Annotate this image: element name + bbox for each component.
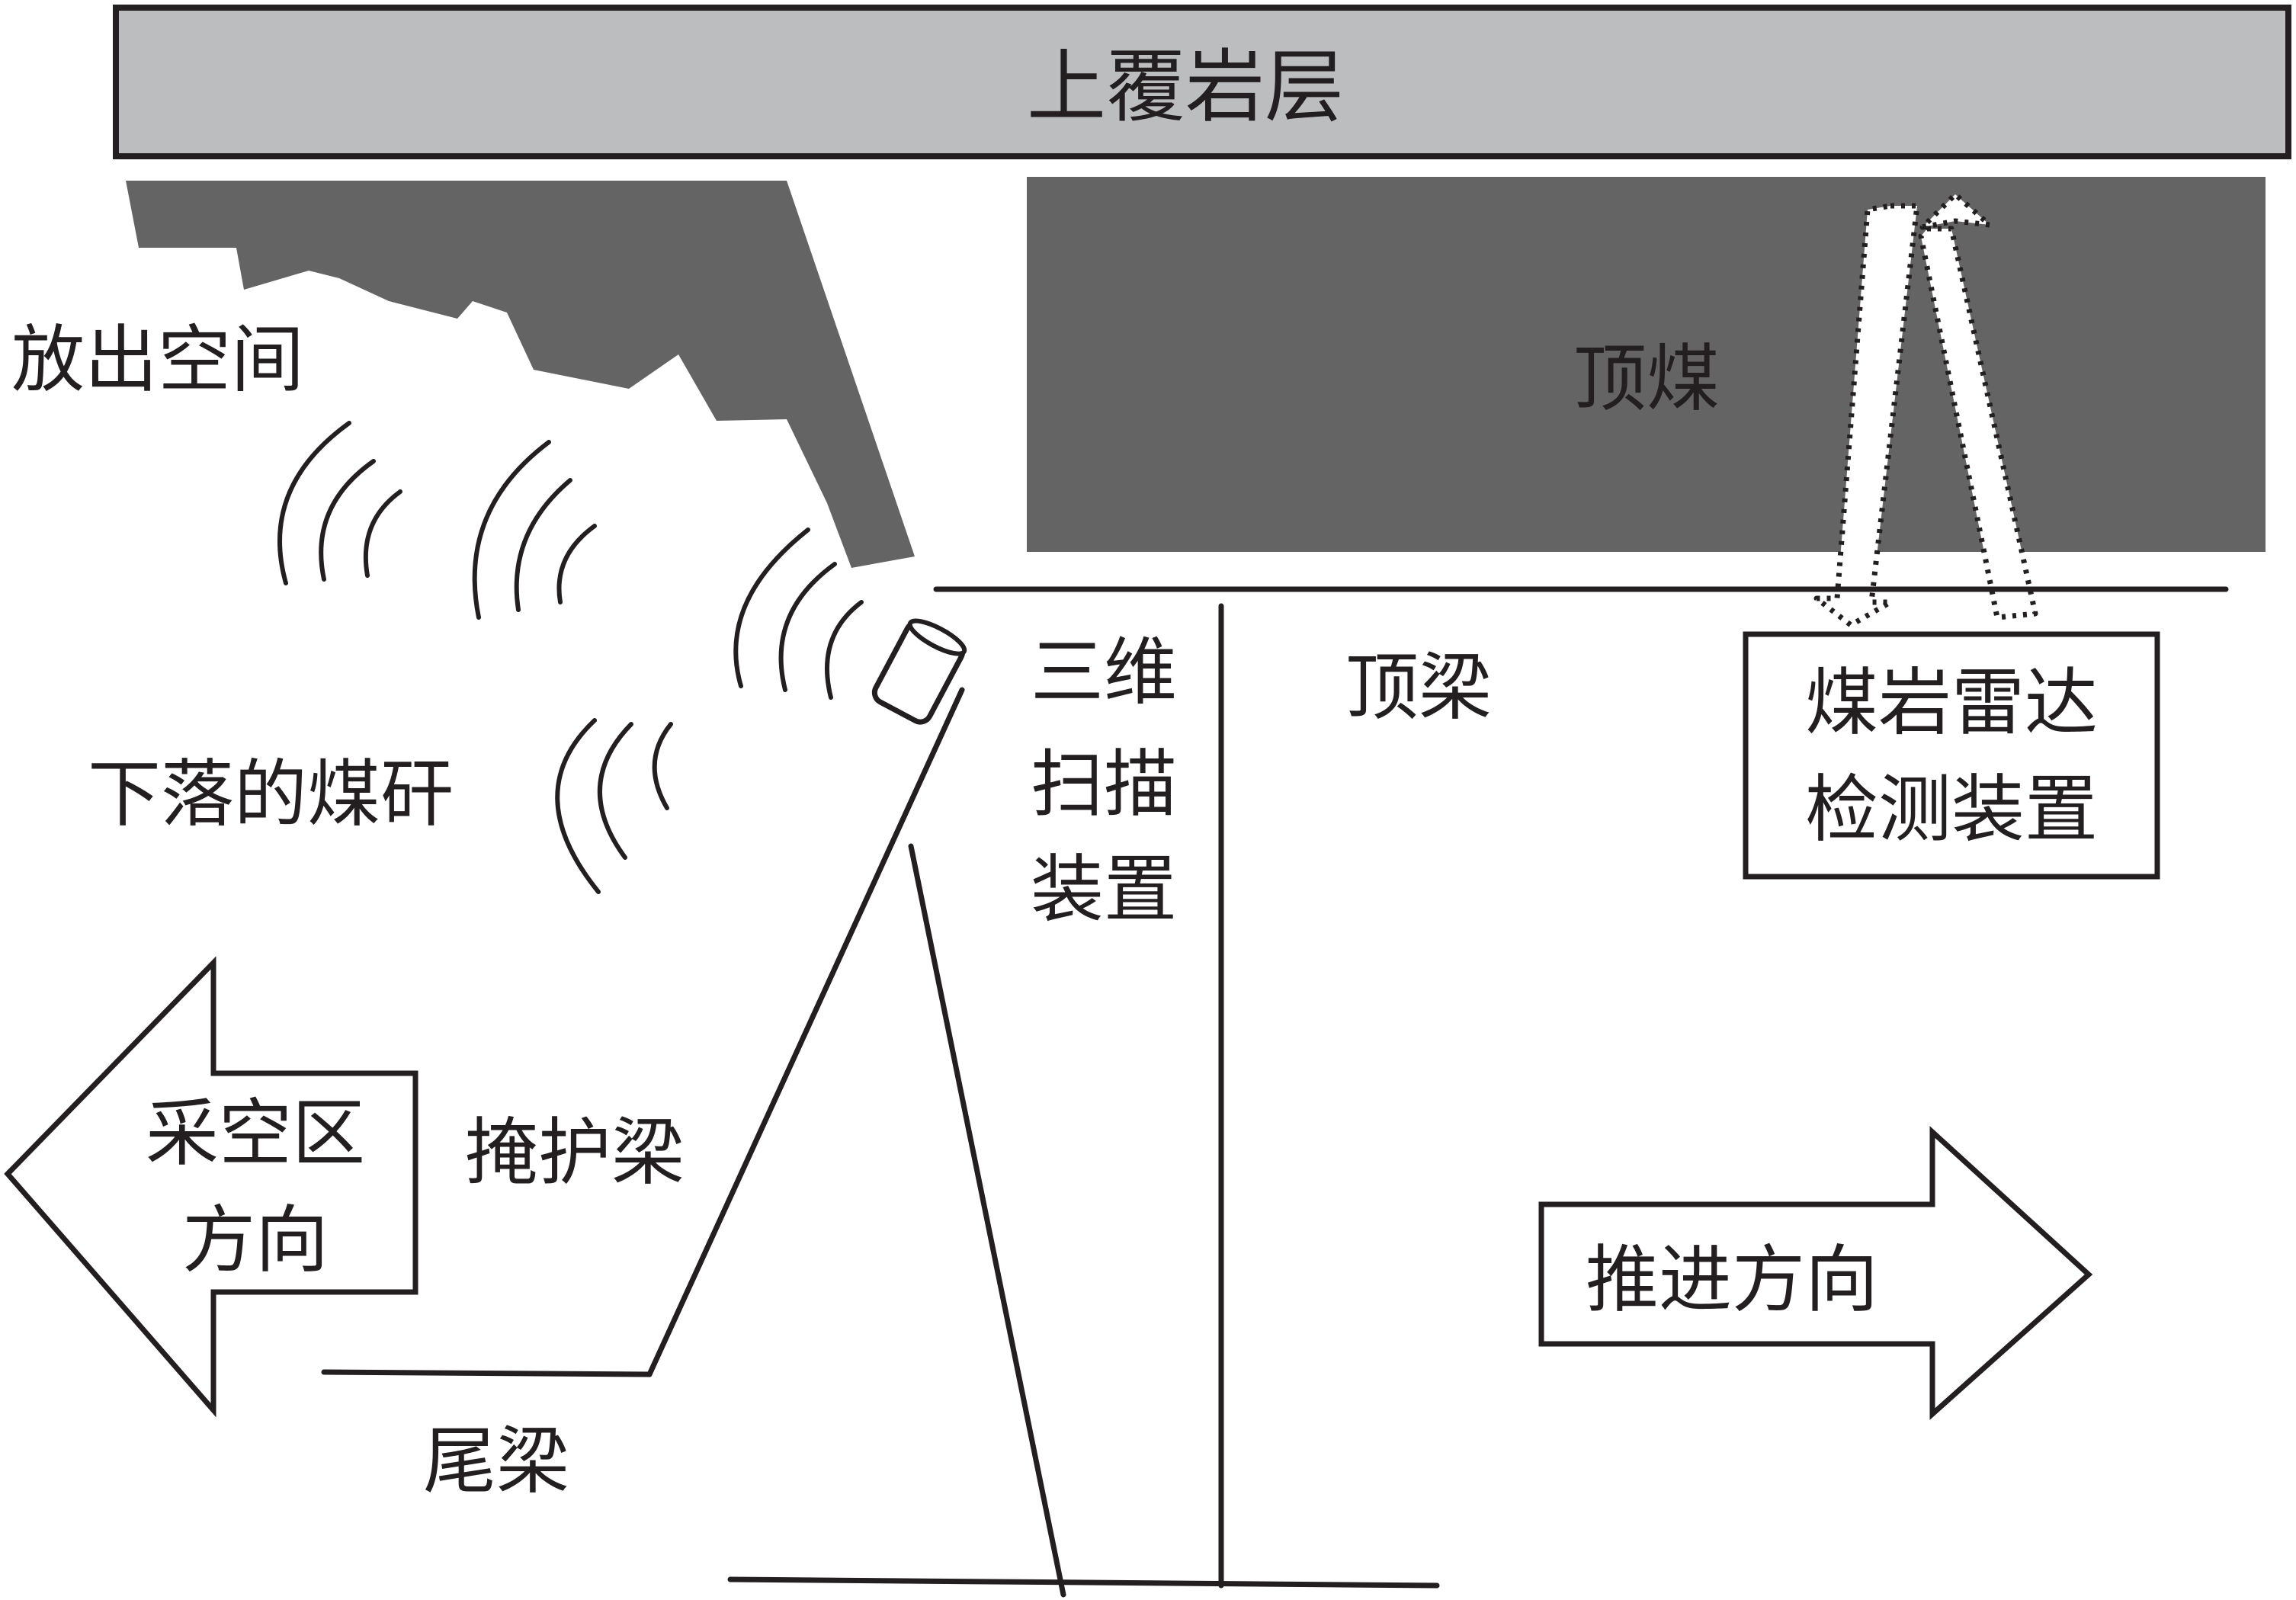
overburden-bar <box>113 5 2291 159</box>
goaf-label-line1: 采空区 <box>146 1091 365 1176</box>
tail-beam-label: 尾梁 <box>423 1419 569 1504</box>
overburden-label: 上覆岩层 <box>1027 40 1344 133</box>
falling-coal-gangue-label: 下落的煤矸 <box>88 752 454 837</box>
wave <box>778 562 837 692</box>
top-coal-rect <box>1027 177 2266 552</box>
wave <box>472 440 551 620</box>
radar-box <box>1743 631 2160 880</box>
radar-label-line1: 煤岩雷达 <box>1805 660 2098 745</box>
wave <box>277 421 351 585</box>
wave <box>514 478 572 612</box>
goaf-label-line2: 方向 <box>182 1198 329 1283</box>
front-strut-line <box>908 843 1066 1598</box>
radar-arrow-down <box>1813 203 1920 628</box>
wave <box>556 524 597 604</box>
scanner-label-line3: 装置 <box>1031 847 1177 932</box>
scanner-label: 三维 扫描 装置 <box>1031 630 1177 932</box>
top-coal-label: 顶煤 <box>1573 336 1720 422</box>
advance-label: 推进方向 <box>1586 1237 1878 1323</box>
ground-line <box>727 1576 1440 1589</box>
goaf-arrow-shape <box>4 956 418 1418</box>
wave <box>652 722 673 810</box>
right-block-arrow-icon: 推进方向 <box>1538 1126 2093 1420</box>
overburden-layer: 上覆岩层 <box>113 5 2291 159</box>
top-coal-block: 顶煤 <box>1027 177 2266 552</box>
scanner-lens <box>907 618 967 656</box>
wave <box>319 459 376 582</box>
wave <box>733 527 810 688</box>
broken-coal-mass <box>126 181 915 568</box>
radar-arrow-up <box>1918 191 2038 620</box>
wave <box>825 600 864 700</box>
scanner-label-line1: 三维 <box>1031 630 1177 715</box>
canopy-label: 顶梁 <box>1345 645 1492 730</box>
wave <box>363 489 402 578</box>
radar-label-line2: 检测装置 <box>1805 767 2098 852</box>
tail-beam-line <box>321 1369 653 1377</box>
cylinder-sensor-icon <box>871 618 967 725</box>
shield-beam-line <box>646 687 965 1377</box>
scan-waves <box>277 421 864 894</box>
bidirectional-dotted-arrow-icon <box>1813 191 2038 628</box>
release-space-label: 放出空间 <box>11 317 304 402</box>
wave <box>597 722 633 860</box>
scanner-label-line2: 扫描 <box>1031 742 1177 827</box>
left-block-arrow-icon: 采空区 方向 <box>4 956 418 1418</box>
advance-arrow-shape <box>1538 1126 2093 1420</box>
wave <box>555 718 601 894</box>
shield-beam-label: 掩护梁 <box>465 1110 685 1195</box>
radar-device: 煤岩雷达 检测装置 <box>1743 631 2160 880</box>
